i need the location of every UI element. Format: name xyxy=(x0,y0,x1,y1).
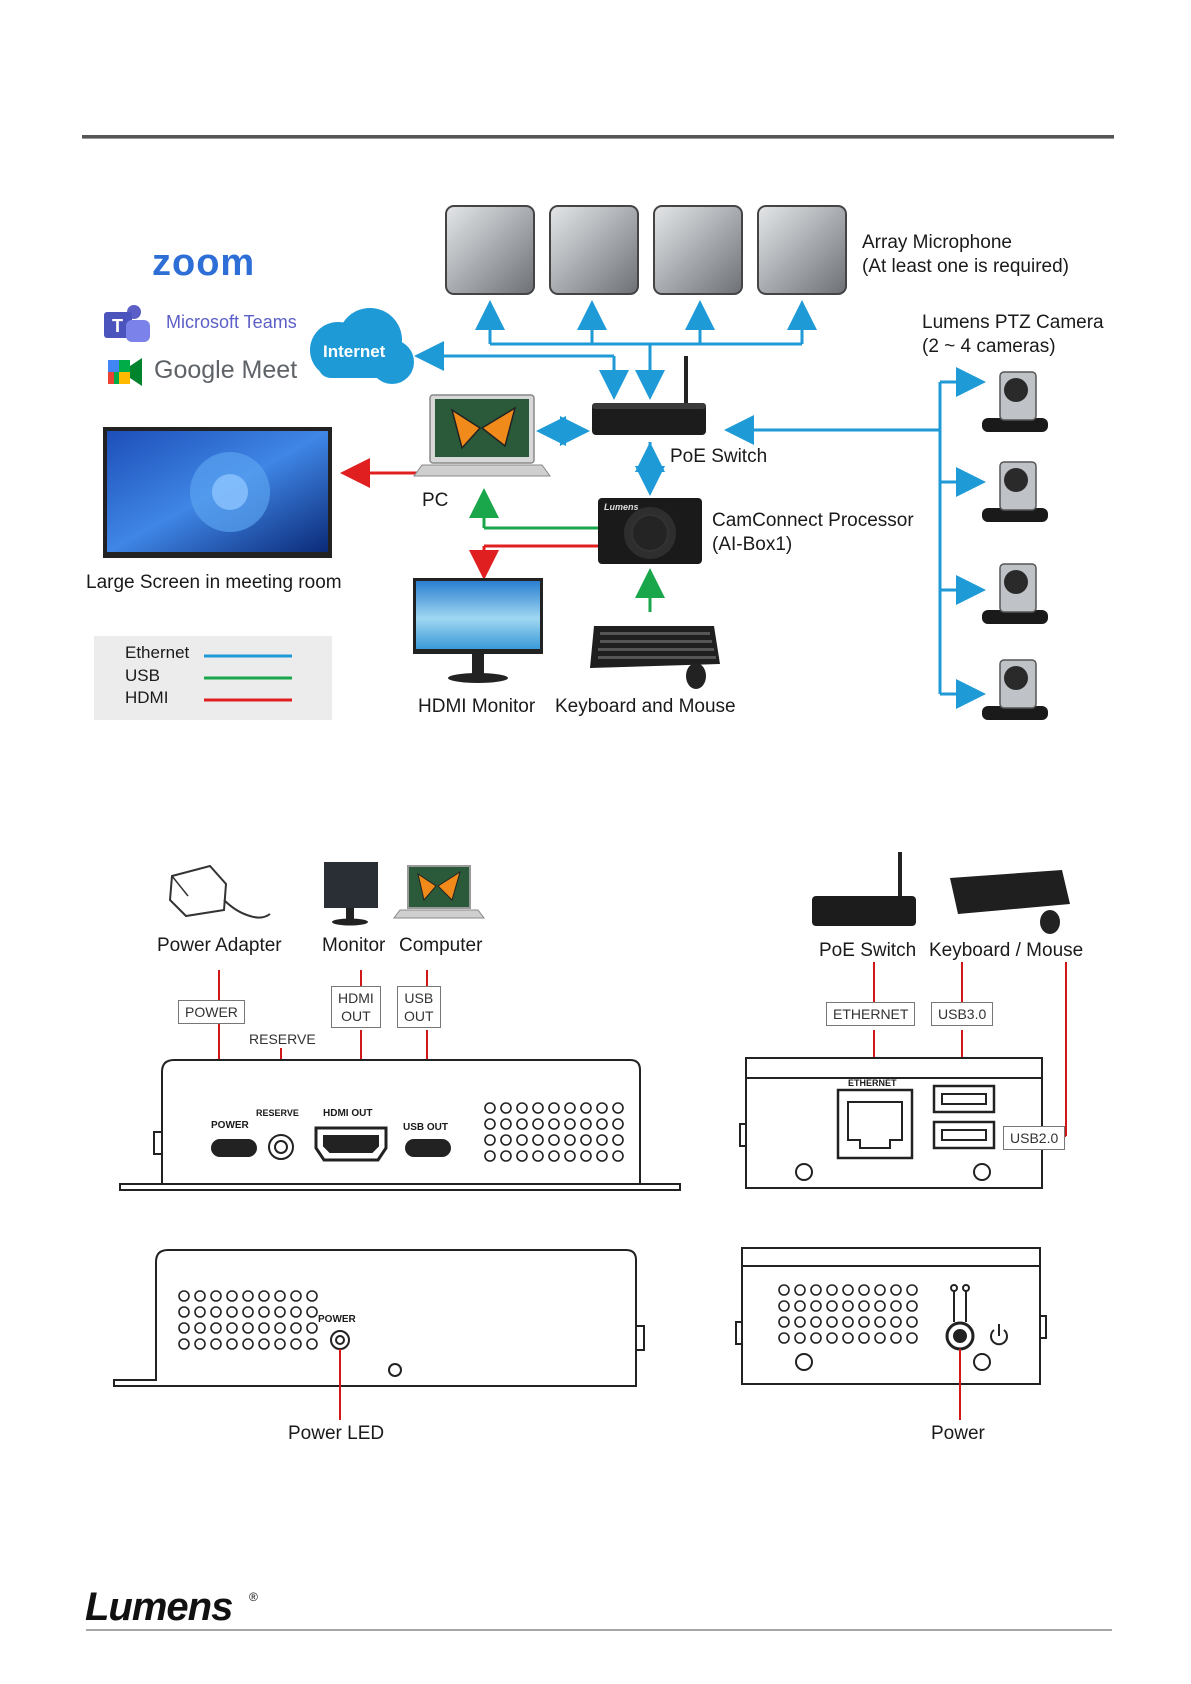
computer-label: Computer xyxy=(399,935,483,956)
side-panel-drawing xyxy=(739,1057,1043,1189)
power-led-caption: Power LED xyxy=(288,1423,385,1444)
large-screen xyxy=(103,427,332,558)
hdmi-monitor-label: HDMI Monitor xyxy=(418,696,536,717)
legend-usb-label: USB xyxy=(125,666,160,685)
ptz-camera-title: Lumens PTZ Camera xyxy=(922,312,1104,333)
legend xyxy=(94,636,332,720)
reserve-port-tag: RESERVE xyxy=(249,1031,316,1047)
keyboard-mouse-label: Keyboard and Mouse xyxy=(555,696,736,717)
keyboard-mouse-device xyxy=(590,626,720,689)
ethernet-port-tag: ETHERNET xyxy=(826,1002,916,1026)
internet-cloud xyxy=(310,308,414,384)
lumens-logo-reg: ® xyxy=(249,1590,258,1604)
panel-usb-label: USB OUT xyxy=(403,1122,448,1133)
rear-panel-drawing xyxy=(119,1059,681,1191)
ptz-cameras xyxy=(982,371,1048,720)
svg-text:T: T xyxy=(112,316,123,336)
keyboard-mouse-small xyxy=(950,870,1070,934)
monitor-device-small xyxy=(324,862,378,926)
microsoft-teams-icon: T xyxy=(104,305,150,342)
google-meet-label: Google Meet xyxy=(154,356,298,384)
pc-laptop xyxy=(413,394,551,477)
front-panel-drawing xyxy=(113,1249,645,1387)
front-vent-holes xyxy=(178,1290,318,1350)
power-adapter-device xyxy=(168,864,271,919)
hdmi-port-tag: HDMI OUT xyxy=(331,986,381,1028)
lumens-logo: Lumens xyxy=(85,1585,233,1629)
legend-ethernet-label: Ethernet xyxy=(125,643,190,662)
hdmi-lines xyxy=(340,458,598,580)
panel-ethernet-label: ETHERNET xyxy=(848,1078,897,1088)
processor-title: CamConnect Processor xyxy=(712,510,914,531)
internet-label: Internet xyxy=(323,342,386,361)
side-keyboard-mouse-label: Keyboard / Mouse xyxy=(929,940,1084,961)
side-poe-switch-label: PoE Switch xyxy=(819,940,917,961)
poe-switch-label: PoE Switch xyxy=(670,446,768,467)
array-microphone-title: Array Microphone xyxy=(862,232,1012,253)
large-screen-label: Large Screen in meeting room xyxy=(86,572,342,593)
microsoft-teams-label: Microsoft Teams xyxy=(166,312,297,332)
other-vent-holes xyxy=(778,1284,918,1344)
array-microphones xyxy=(445,205,847,295)
processor-brand: Lumens xyxy=(604,502,639,512)
usb2-port-tag: USB2.0 xyxy=(1003,1126,1066,1150)
rear-vent-holes xyxy=(484,1102,624,1162)
header-rule xyxy=(82,135,1114,139)
power-port-tag: POWER xyxy=(178,1000,245,1024)
power-adapter-label: Power Adapter xyxy=(157,935,282,956)
pc-label: PC xyxy=(422,490,449,511)
poe-switch-small xyxy=(812,852,916,926)
panel-reserve-label: RESERVE xyxy=(256,1108,299,1118)
google-meet-icon xyxy=(108,358,142,386)
usb-lines xyxy=(469,488,665,612)
front-power-label: POWER xyxy=(318,1314,356,1325)
poe-switch-device xyxy=(592,356,706,435)
array-microphone-note: (At least one is required) xyxy=(862,256,1069,277)
camconnect-processor-device xyxy=(598,498,702,564)
hdmi-monitor-device xyxy=(413,578,543,683)
monitor-label: Monitor xyxy=(322,935,386,956)
legend-hdmi-label: HDMI xyxy=(125,688,169,707)
ethernet-lines xyxy=(414,300,986,709)
panel-hdmi-label: HDMI OUT xyxy=(323,1108,373,1119)
computer-device-small xyxy=(393,865,485,919)
panel-power-label: POWER xyxy=(211,1120,249,1131)
other-side-drawing xyxy=(735,1247,1047,1385)
ptz-camera-note: (2 ~ 4 cameras) xyxy=(922,336,1056,357)
usb3-port-tag: USB3.0 xyxy=(931,1002,994,1026)
power-caption: Power xyxy=(931,1423,985,1444)
processor-model: (AI-Box1) xyxy=(712,534,793,555)
usb-port-tag: USB OUT xyxy=(397,986,441,1028)
zoom-logo: zoom xyxy=(152,242,256,284)
